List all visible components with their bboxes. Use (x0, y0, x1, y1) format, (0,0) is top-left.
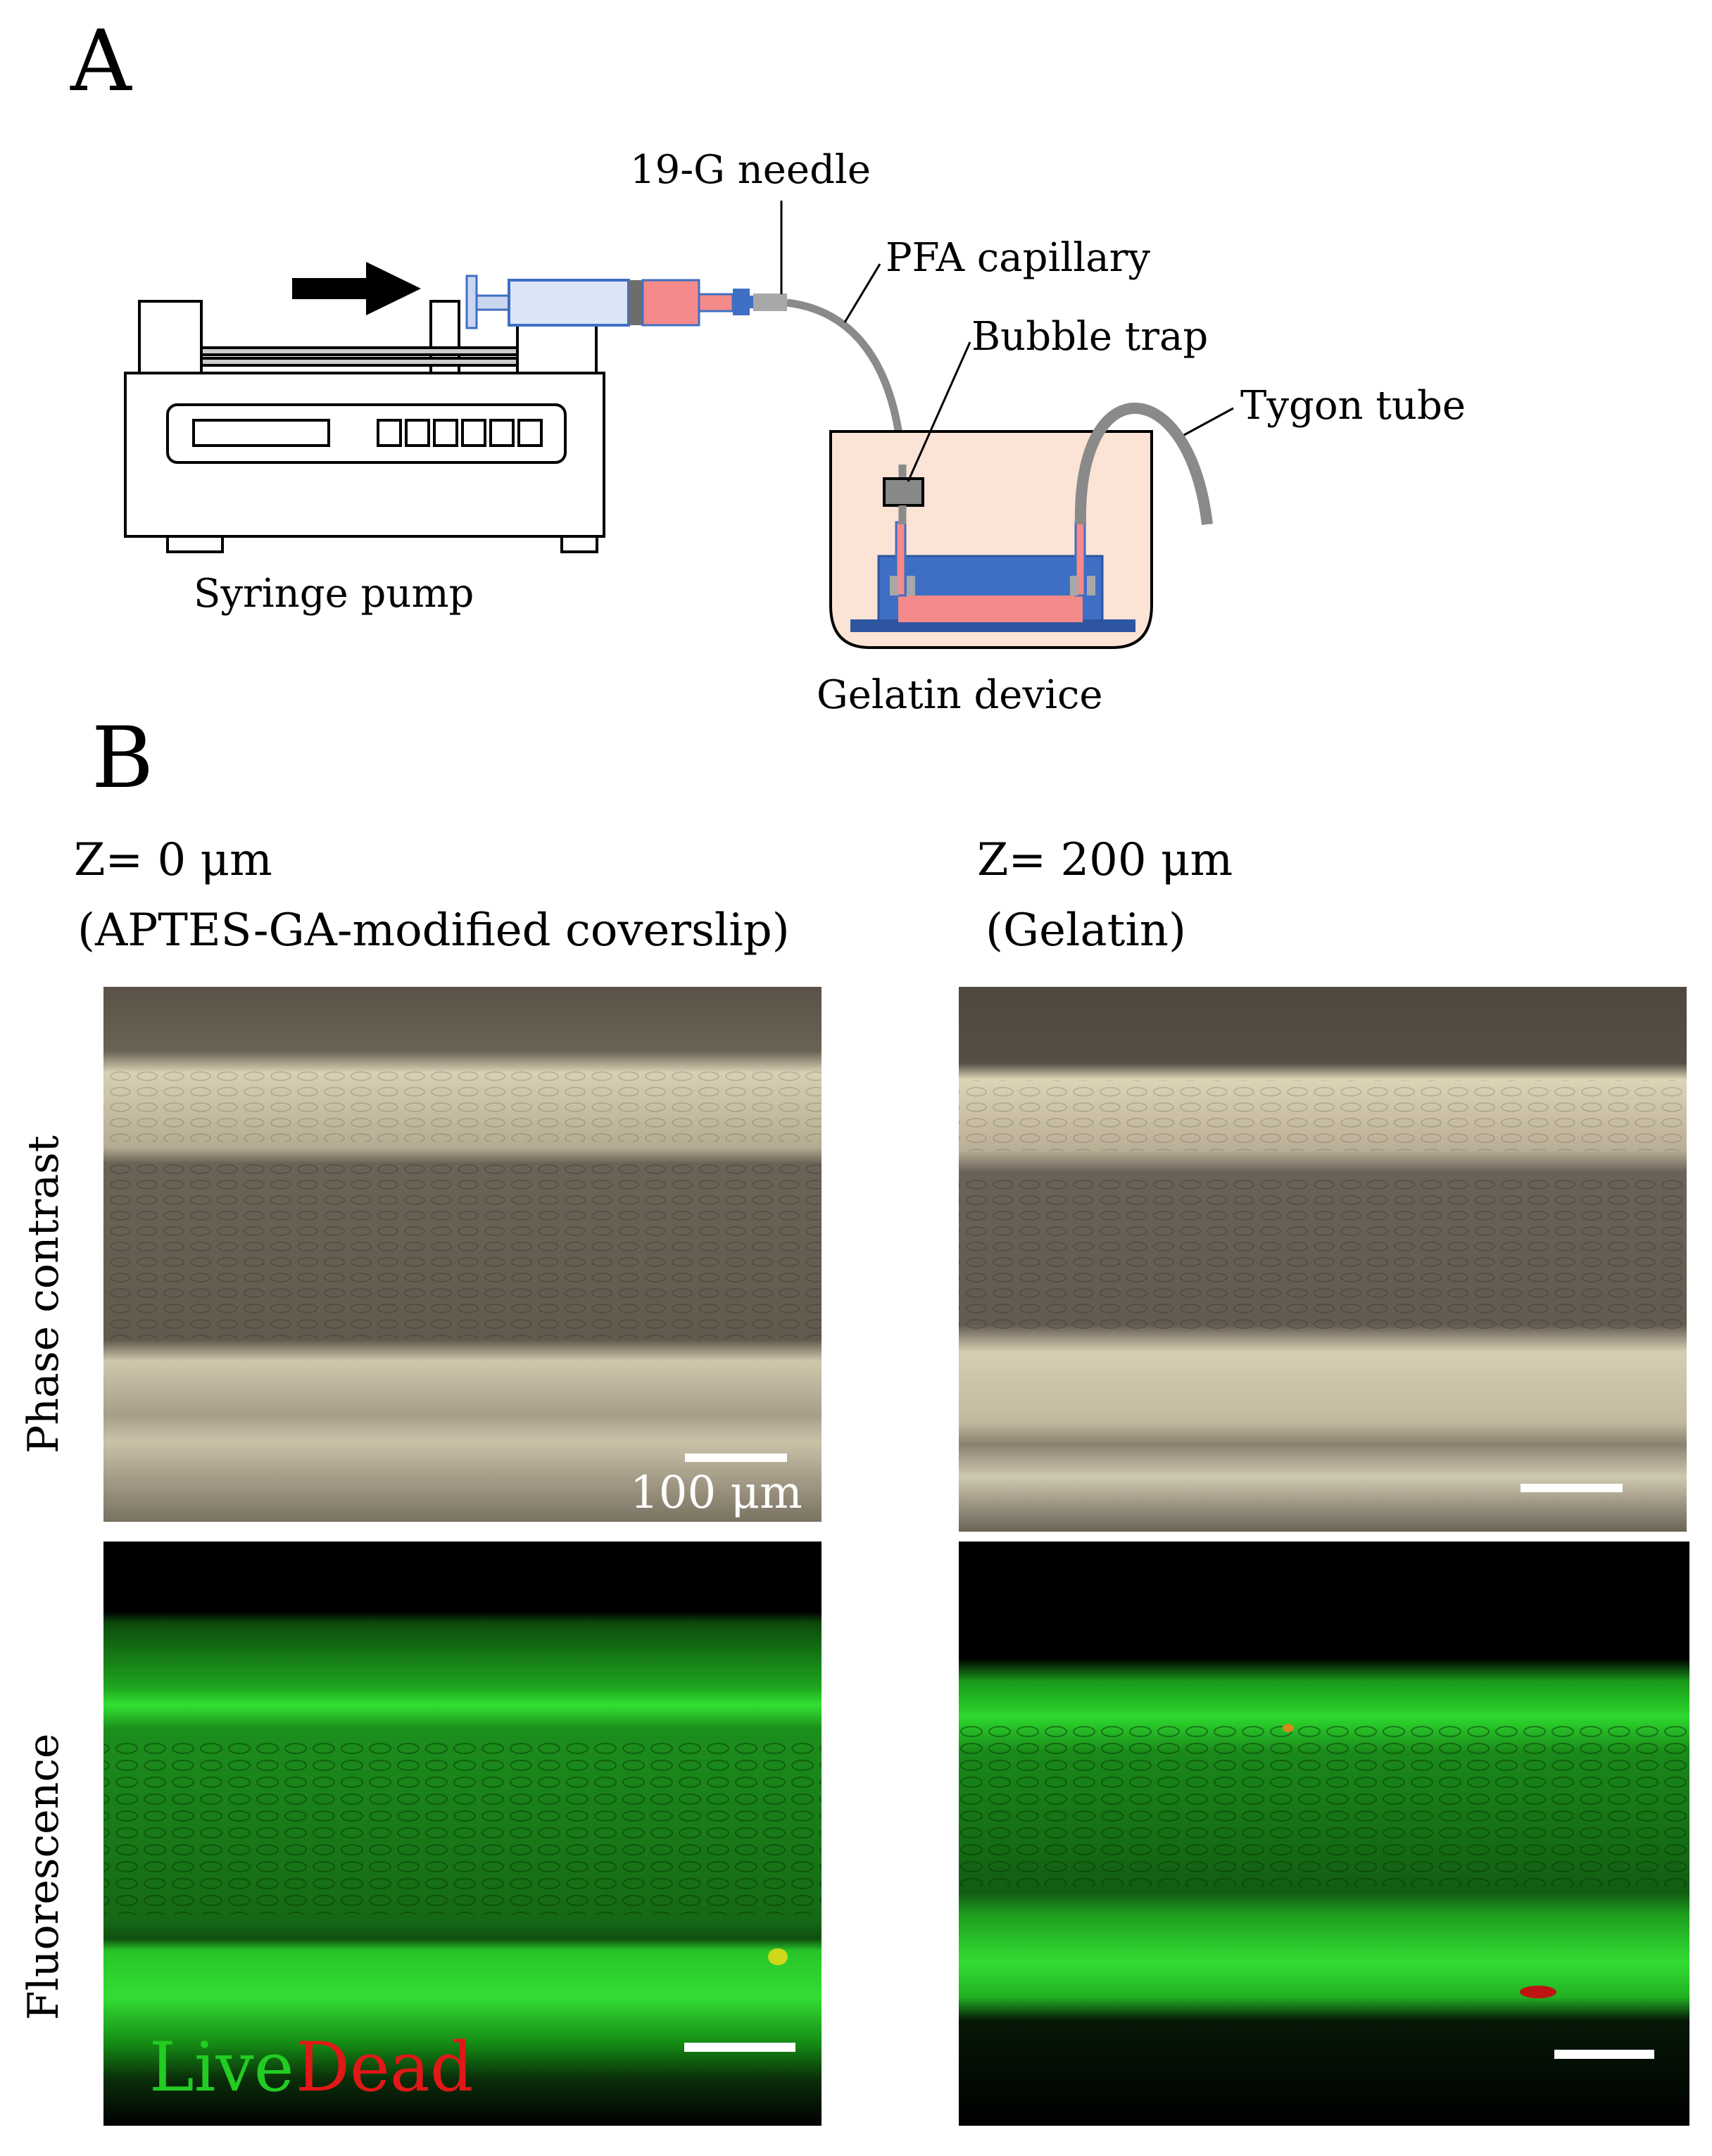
tygon-label: Tygon tube (1240, 383, 1466, 429)
live-dead-legend: Live Dead (149, 2028, 473, 2107)
fluorescence-image-right (959, 1542, 1689, 2126)
gelatin-device-icon (829, 430, 1153, 649)
bubble-trap-label: Bubble trap (971, 314, 1208, 360)
legend-dead: Dead (296, 2028, 473, 2107)
legend-live: Live (149, 2028, 294, 2107)
capillary-leader-line (843, 263, 881, 323)
row-label-fluorescence: Fluorescence (19, 1734, 68, 2020)
scale-bar-right-fluorescence (1554, 2050, 1654, 2059)
fluorescence-image-left (103, 1542, 822, 2126)
scale-bar-left-phase (685, 1454, 787, 1462)
right-column-surface: (Gelatin) (986, 904, 1186, 957)
scale-bar-left-fluorescence (684, 2043, 795, 2052)
bubble-trap-leader-line (907, 341, 971, 482)
phase-contrast-image-left (103, 987, 822, 1522)
right-column-z: Z= 200 μm (977, 834, 1233, 886)
phase-contrast-image-right (959, 987, 1687, 1532)
scale-bar-right-phase (1521, 1484, 1623, 1492)
left-column-surface: (APTES-GA-modified coverslip) (77, 904, 790, 957)
pfa-capillary-tube (786, 298, 907, 465)
gelatin-device-label: Gelatin device (817, 672, 1103, 718)
row-label-phase: Phase contrast (19, 1135, 68, 1454)
bubble-trap-icon (883, 477, 924, 507)
capillary-label: PFA capillary (886, 235, 1150, 281)
tygon-leader-line (1183, 407, 1234, 436)
syringe-pump-label: Syringe pump (194, 571, 474, 617)
syringe-pump-icon (124, 300, 605, 553)
push-arrow-icon (292, 262, 421, 315)
needle-label: 19-G needle (630, 147, 871, 193)
tygon-tube (1074, 403, 1213, 525)
syringe-icon (465, 275, 787, 329)
panel-a-letter: A (70, 13, 132, 111)
scale-bar-label: 100 μm (630, 1467, 802, 1519)
panel-b-letter: B (92, 710, 153, 807)
left-column-z: Z= 0 μm (74, 834, 272, 886)
